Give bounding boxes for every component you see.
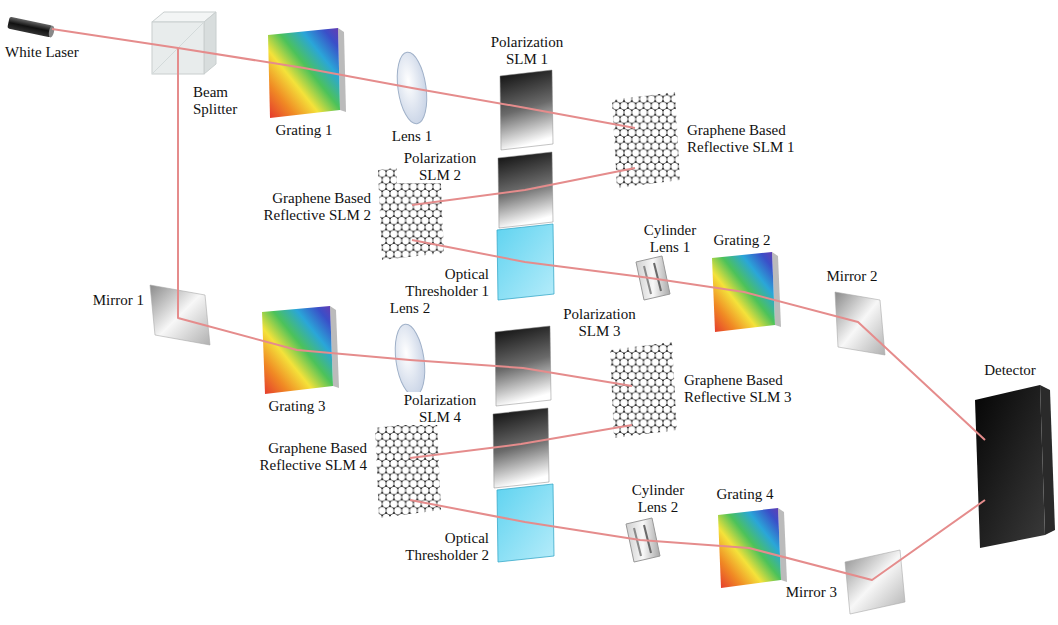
grating-symbol [262, 28, 787, 588]
component-label: Grating 1 [274, 122, 333, 139]
component-label: Detector [983, 362, 1037, 379]
graphene-slm-symbol [375, 92, 680, 518]
beam-splitter-symbol [152, 12, 216, 74]
component-label: Optical Thresholder 1 [393, 266, 490, 299]
component-label: White Laser [4, 44, 80, 61]
component-label: Mirror 1 [92, 292, 145, 309]
component-label: Cylinder Lens 2 [627, 482, 689, 515]
component-label: Polarization SLM 2 [397, 150, 484, 183]
cylinder-lens-symbol [626, 256, 670, 562]
component-label: Graphene Based Reflective SLM 2 [245, 190, 372, 223]
component-label: Polarization SLM 4 [397, 392, 484, 425]
component-label: Polarization SLM 1 [484, 34, 571, 67]
mirror-symbol [150, 285, 905, 614]
component-label: Graphene Based Reflective SLM 4 [241, 440, 368, 473]
laser-beam [52, 29, 985, 580]
component-label: Grating 3 [267, 398, 326, 415]
component-label: Mirror 3 [785, 584, 838, 601]
component-label: Lens 2 [389, 300, 431, 317]
component-label: Lens 1 [391, 128, 433, 145]
component-label: Beam Splitter [192, 84, 254, 117]
component-label: Graphene Based Reflective SLM 3 [683, 372, 810, 405]
laser-symbol [7, 17, 55, 38]
component-label: Cylinder Lens 1 [639, 222, 701, 255]
component-label: Graphene Based Reflective SLM 1 [686, 122, 813, 155]
component-label: Optical Thresholder 2 [393, 530, 490, 563]
component-label: Polarization SLM 3 [556, 306, 643, 339]
component-label: Mirror 2 [825, 268, 878, 285]
component-label: Grating 4 [715, 486, 774, 503]
detector-symbol [975, 385, 1055, 548]
component-label: Grating 2 [712, 232, 771, 249]
optical-thresholder-symbol [497, 224, 554, 562]
polarization-slm-symbol [493, 70, 553, 488]
